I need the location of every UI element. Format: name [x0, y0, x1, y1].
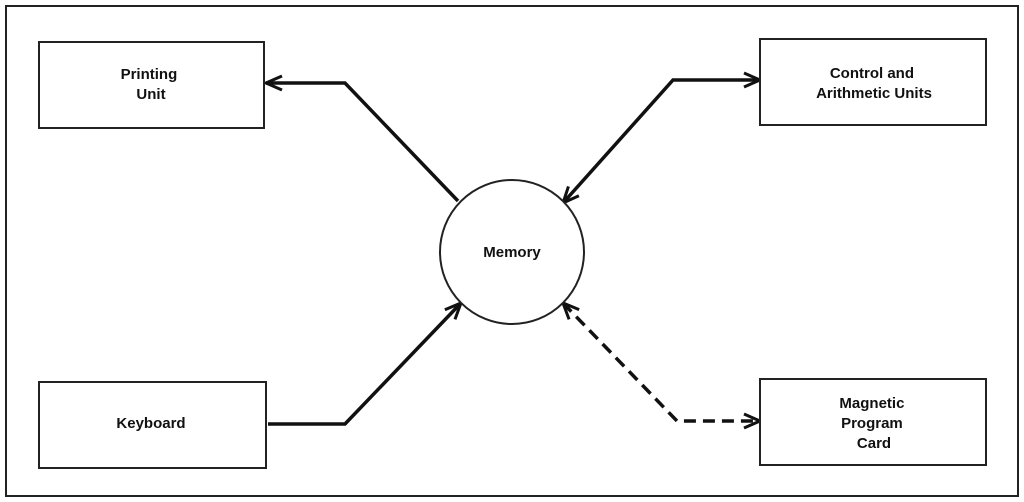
connectors — [266, 80, 760, 424]
edge-memory-magnetic-card — [563, 303, 760, 421]
node-memory-circle — [439, 179, 585, 325]
edge-memory-control-arithmetic — [563, 80, 760, 203]
diagram-frame — [5, 5, 1019, 497]
svg-text:Printing Unit: Printing Unit — [121, 66, 182, 103]
node-printing-unit: Printing Unit — [38, 41, 265, 129]
node-printing-unit-line-1: Printing — [121, 66, 178, 83]
node-keyboard-label: Keyboard — [116, 415, 185, 432]
node-memory: Memory — [439, 179, 585, 325]
node-printing-unit-box — [38, 41, 265, 129]
node-magnetic-card-line-3: Card — [857, 435, 891, 452]
node-keyboard: Keyboard — [38, 381, 267, 469]
node-magnetic-card-line-2: Program — [841, 415, 903, 432]
node-magnetic-card-line-1: Magnetic — [839, 395, 904, 412]
edge-memory-to-printing-unit — [266, 83, 460, 203]
node-magnetic-card: Magnetic Program Card — [759, 378, 987, 466]
svg-text:Keyboard: Keyboard — [116, 415, 185, 432]
node-magnetic-card-box — [759, 378, 987, 466]
node-printing-unit-line-2: Unit — [136, 86, 165, 103]
edge-keyboard-to-memory — [268, 303, 461, 426]
node-memory-label: Memory — [483, 244, 541, 261]
node-control-arithmetic-box — [759, 38, 987, 126]
svg-text:Magnetic Program C: Magnetic Program Card — [839, 395, 908, 452]
svg-text:Control and Arithmetic U: Control and Arithmetic Units — [816, 65, 932, 102]
node-control-arithmetic-line-2: Arithmetic Units — [816, 85, 932, 102]
node-control-arithmetic: Control and Arithmetic Units — [759, 38, 987, 126]
node-control-arithmetic-line-1: Control and — [830, 65, 914, 82]
svg-text:Memory: Memory — [483, 244, 541, 261]
node-keyboard-box — [38, 381, 267, 469]
